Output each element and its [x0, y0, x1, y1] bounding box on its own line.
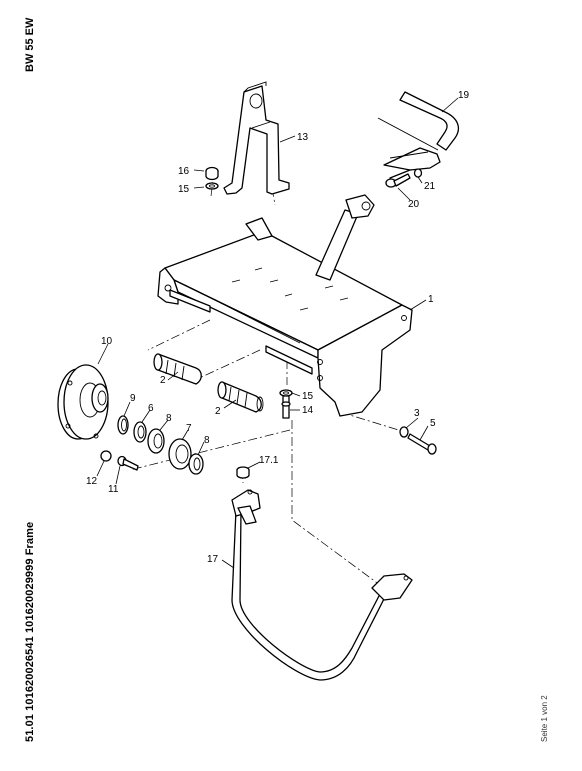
part-11-bolt: [117, 455, 139, 471]
callout-6: 6: [148, 403, 154, 414]
callout-20: 20: [408, 199, 420, 210]
part-14-bolt: [281, 395, 291, 419]
callout-10: 10: [101, 336, 113, 347]
part-17-1-cap: [236, 466, 250, 479]
callout-14: 14: [302, 405, 314, 416]
part-15-washer-top: [205, 182, 219, 190]
callout-15-top: 15: [178, 184, 190, 195]
callout-12: 12: [86, 476, 98, 487]
callout-8-a: 8: [166, 413, 172, 424]
part-21-washer: [413, 168, 423, 178]
part-10-wheel-hub: [57, 364, 109, 440]
part-9-circlip: [117, 415, 129, 435]
callout-7: 7: [186, 423, 192, 434]
callout-2-a: 2: [160, 375, 166, 386]
part-3-washer: [399, 426, 409, 438]
part-2-grip-2: [217, 381, 264, 413]
callout-16: 16: [178, 166, 190, 177]
part-7-bearing: [168, 438, 192, 470]
callout-8-b: 8: [204, 435, 210, 446]
part-5-bolt: [407, 433, 437, 455]
callout-1: 1: [428, 294, 434, 305]
callout-9: 9: [130, 393, 136, 404]
part-20-bolt: [385, 169, 411, 188]
part-15-washer-mid: [279, 389, 293, 397]
callout-17-1: 17.1: [259, 455, 279, 466]
callout-11: 11: [108, 484, 119, 495]
callout-2-b: 2: [215, 406, 221, 417]
part-6-ring: [133, 421, 147, 443]
part-17-stand: [231, 489, 413, 681]
part-1-frame: [157, 217, 413, 417]
part-12-washer: [100, 450, 112, 462]
part-19-handle: [377, 91, 459, 171]
callout-3: 3: [414, 408, 420, 419]
callout-19: 19: [458, 90, 470, 101]
leader-lines: [96, 97, 459, 569]
callout-17: 17: [207, 554, 219, 565]
part-1-handle-arm: [315, 194, 375, 281]
part-8-bearing-b: [188, 453, 204, 475]
part-2-grip-1: [153, 353, 202, 385]
callout-13: 13: [297, 132, 309, 143]
callout-21: 21: [424, 181, 436, 192]
part-13-bracket: [223, 81, 290, 195]
callout-15-mid: 15: [302, 391, 314, 402]
part-8-bearing-a: [147, 428, 165, 454]
part-16-nut: [205, 166, 219, 181]
callout-labels: 13 16 15 19 21 20 1 10 2 2 15 14 9 6 8 7…: [86, 90, 470, 565]
callout-5: 5: [430, 418, 436, 429]
